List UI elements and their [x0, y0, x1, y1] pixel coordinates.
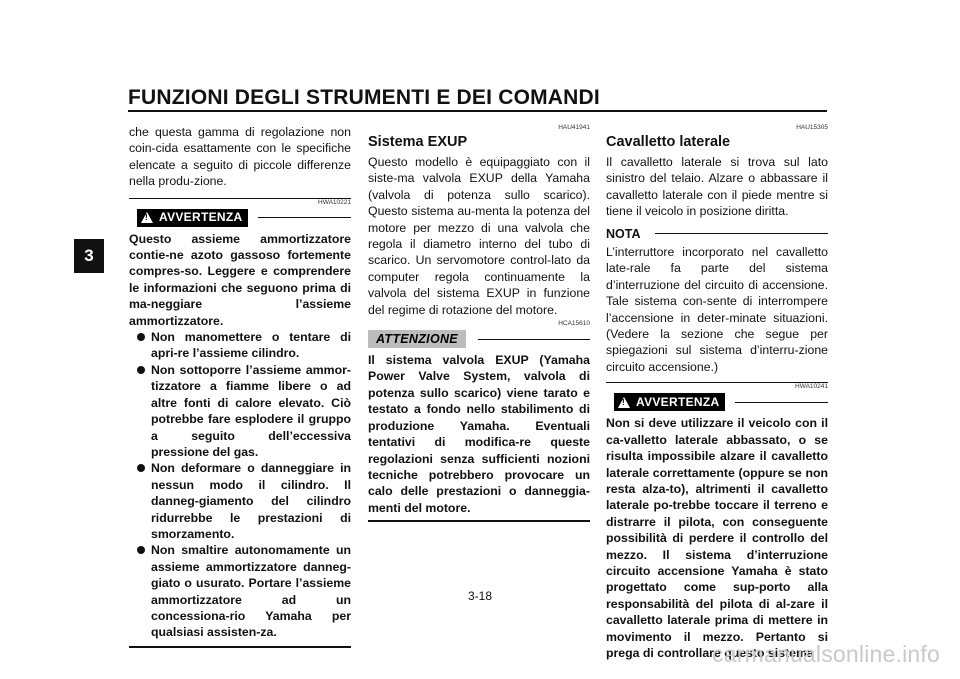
- intro-paragraph: che questa gamma di regolazione non coin…: [129, 125, 351, 189]
- section-code: HAU41941: [558, 124, 590, 131]
- page-number: 3-18: [467, 589, 493, 603]
- header-rule: [128, 110, 827, 112]
- badge-rule: [654, 233, 828, 235]
- page-title: FUNZIONI DEGLI STRUMENTI E DEI COMANDI: [128, 86, 600, 109]
- divider: [606, 382, 828, 384]
- nota-text: L’interruttore incorporato nel cavallett…: [606, 245, 828, 374]
- caution-header: ATTENZIONE: [368, 330, 590, 349]
- nota-label: NOTA: [606, 226, 641, 241]
- list-item: Non deformare o danneggiare in nessun mo…: [137, 461, 351, 541]
- warning-header: AVVERTENZA: [137, 208, 351, 227]
- badge-rule: [258, 217, 351, 219]
- list-item: Non smaltire autonomamente un assieme am…: [137, 543, 351, 640]
- chapter-tab: 3: [74, 239, 104, 273]
- warning-triangle-icon: [141, 212, 153, 224]
- badge-rule: [477, 338, 590, 340]
- warning-code: HWA10241: [795, 383, 828, 391]
- warning-badge: AVVERTENZA: [614, 393, 726, 412]
- exup-body: Questo modello è equipaggiato con il sis…: [368, 155, 590, 317]
- watermark: carmanualsonline.info: [712, 641, 940, 667]
- section-title-sidestand: Cavalletto laterale: [606, 134, 731, 150]
- section-title-exup: Sistema EXUP: [368, 134, 468, 150]
- column-3: HAU15305 Cavalletto laterale Il cavallet…: [606, 124, 828, 661]
- warning-triangle-icon: [618, 396, 630, 408]
- warning-header: AVVERTENZA: [614, 393, 828, 412]
- warning-code: HWA10221: [318, 198, 351, 206]
- warning-text: Non si deve utilizzare il veicolo con il…: [606, 416, 828, 660]
- warning-label: AVVERTENZA: [636, 395, 720, 410]
- badge-rule: [735, 401, 828, 403]
- list-item: Non manomettere o tentare di apri-re l’a…: [137, 330, 351, 361]
- caution-end-rule: [368, 520, 590, 523]
- section-code: HAU15305: [796, 124, 828, 131]
- sidestand-body: Il cavalletto laterale si trova sul lato…: [606, 155, 828, 219]
- warning-badge: AVVERTENZA: [137, 208, 249, 227]
- caution-badge: ATTENZIONE: [368, 330, 466, 349]
- caution-text: Il sistema valvola EXUP (Yamaha Power Va…: [368, 353, 590, 515]
- nota-header: NOTA: [606, 226, 828, 242]
- warning-end-rule: [129, 645, 351, 648]
- divider: [129, 197, 351, 199]
- warning-label: AVVERTENZA: [159, 210, 243, 225]
- column-2: HAU41941 Sistema EXUP Questo modello è e…: [368, 124, 590, 523]
- caution-code: HCA15610: [558, 320, 590, 328]
- list-item: Non sottoporre l’assieme ammor-tizzatore…: [137, 362, 351, 459]
- column-1: che questa gamma di regolazione non coin…: [129, 124, 351, 648]
- warning-bullet-list: Non manomettere o tentare di apri-re l’a…: [129, 329, 351, 641]
- warning-lead: Questo assieme ammortizzatore contie-ne …: [129, 231, 351, 328]
